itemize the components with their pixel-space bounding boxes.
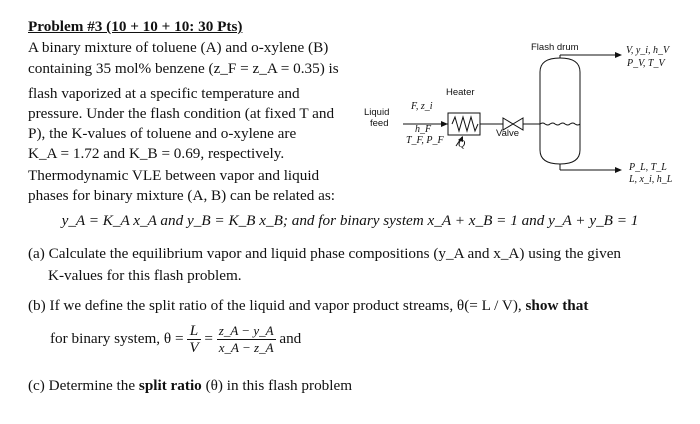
fraction-2-numerator: z_A − y_A <box>216 323 276 341</box>
part-b-line-1: (b) If we define the split ratio of the … <box>28 296 588 316</box>
liquid-level <box>539 122 581 126</box>
problem-text-line-6: K_A = 1.72 and K_B = 0.69, respectively. <box>28 145 285 162</box>
heater-box <box>447 112 481 136</box>
liquid-product-label-2: L, x_i, h_L <box>629 174 673 185</box>
part-a-line-2: K-values for this flash problem. <box>48 267 242 284</box>
problem-title: Problem #3 (10 + 10 + 10: 30 Pts) <box>28 18 243 35</box>
split-ratio-fraction-2: z_A − y_A x_A − z_A <box>216 323 276 356</box>
part-b-formula-suffix: and <box>279 330 302 347</box>
heat-duty-label: Q <box>458 139 466 150</box>
part-c-text-post: (θ) in this flash problem <box>201 377 353 394</box>
fraction-1-denominator: V <box>189 339 199 357</box>
fraction-2-denominator: x_A − z_A <box>218 340 274 356</box>
heater-label: Heater <box>446 87 475 98</box>
feed-arrowhead <box>441 121 448 127</box>
part-b-show-that: show that <box>525 297 589 314</box>
problem-text-line-3: flash vaporized at a specific temperatur… <box>28 85 300 102</box>
problem-text-line-4: pressure. Under the flash condition (at … <box>28 105 335 122</box>
part-c-split-ratio: split ratio <box>138 377 202 394</box>
vle-equation: y_A = K_A x_A and y_B = K_B x_B; and for… <box>61 212 639 229</box>
part-b-text: (b) If we define the split ratio of the … <box>28 297 526 314</box>
problem-text-line-8: phases for binary mixture (A, B) can be … <box>28 187 336 204</box>
problem-text-line-1: A binary mixture of toluene (A) and o-xy… <box>28 39 329 56</box>
problem-text-line-2: containing 35 mol% benzene (z_F = z_A = … <box>28 60 339 77</box>
part-c-text-pre: (c) Determine the <box>28 377 139 394</box>
part-a-line-1: (a) Calculate the equilibrium vapor and … <box>28 245 622 262</box>
part-b-formula-prefix: for binary system, θ = <box>50 330 188 347</box>
problem-text-line-5: P), the K-values of toluene and o-xylene… <box>28 125 297 142</box>
feed-vars-label: F, z_i <box>411 101 433 112</box>
liquid-product-label-1: P_L, T_L <box>629 162 667 173</box>
problem-text-line-7: Thermodynamic VLE between vapor and liqu… <box>28 167 320 184</box>
liquid-arrowhead <box>615 167 622 173</box>
liquid-feed-label-2: feed <box>370 118 389 129</box>
liquid-feed-label-1: Liquid <box>364 107 390 118</box>
feed-enthalpy-label: h_F <box>415 124 432 135</box>
valve-label: Valve <box>496 128 520 139</box>
flash-drum-label: Flash drum <box>531 42 579 53</box>
heater-coil <box>451 115 479 133</box>
vapor-product-label-1: V, y_i, h_V <box>626 45 670 56</box>
feed-temperature-pressure-label: T_F, P_F <box>406 135 444 146</box>
part-b-line-2: for binary system, θ = L V = z_A − y_A x… <box>50 322 301 356</box>
fraction-1-numerator: L <box>187 323 201 341</box>
equals-sign: = <box>204 330 213 347</box>
vapor-product-label-2: P_V, T_V <box>627 58 665 69</box>
split-ratio-fraction-1: L V <box>187 323 201 357</box>
vapor-arrowhead <box>615 52 622 58</box>
part-c-line: (c) Determine the split ratio (θ) in thi… <box>28 376 352 396</box>
drum-body <box>539 57 581 165</box>
